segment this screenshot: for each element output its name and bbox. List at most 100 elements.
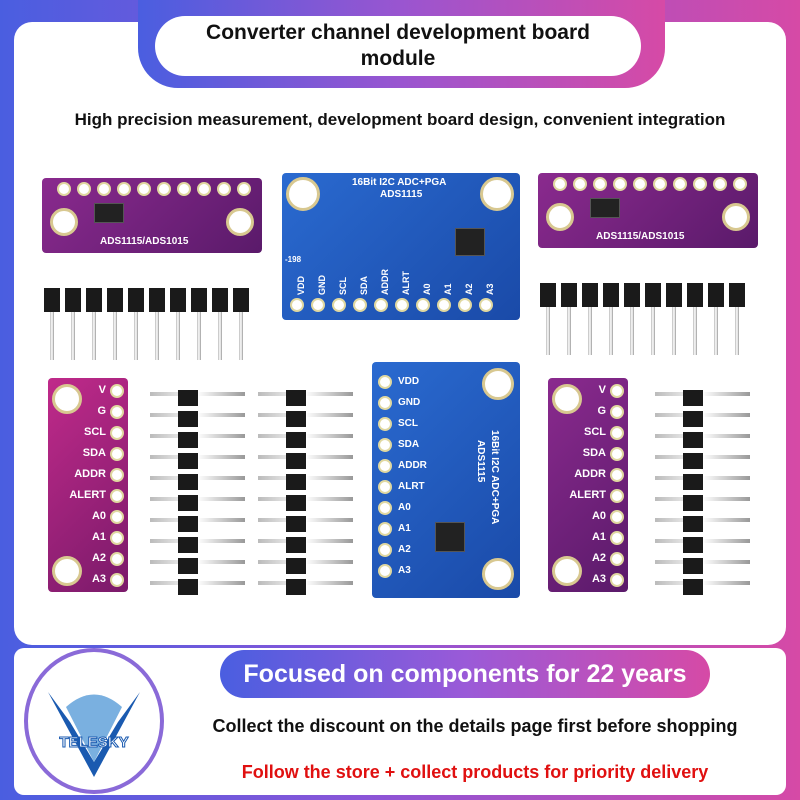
- pin-pad: [713, 177, 727, 191]
- pin-pad: [110, 573, 124, 587]
- mount-hole: [52, 384, 82, 414]
- header-block: [212, 288, 228, 312]
- pin-pad: [378, 522, 392, 536]
- pin-label: SDA: [82, 447, 106, 459]
- header-pin: [672, 285, 676, 355]
- pin-label: G: [97, 405, 106, 417]
- pin-pad: [374, 298, 388, 312]
- header-block: [178, 537, 198, 553]
- follow-text: Follow the store + collect products for …: [241, 762, 709, 782]
- board-chip-name: ADS1115: [475, 440, 486, 483]
- pin-pad: [610, 531, 624, 545]
- pin-pad: [437, 298, 451, 312]
- pin-pad: [610, 426, 624, 440]
- header-pin: [567, 285, 571, 355]
- logo-text: TELESKY: [59, 734, 128, 751]
- pin-pad: [610, 405, 624, 419]
- pin-label: ALERT: [569, 489, 606, 501]
- pin-label: V: [98, 384, 106, 396]
- header-pin: [71, 290, 75, 360]
- board-code: -198: [285, 255, 302, 264]
- mount-hole: [546, 203, 574, 231]
- header-block: [286, 537, 306, 553]
- pin-label: SCL: [584, 426, 606, 438]
- pin-pad: [610, 552, 624, 566]
- header-block: [683, 390, 703, 406]
- header-block: [683, 537, 703, 553]
- page-title: Converter channel development board modu…: [155, 16, 641, 76]
- pin-pad: [479, 298, 493, 312]
- pin-pad: [332, 298, 346, 312]
- header-pin: [651, 285, 655, 355]
- adc-chip: [435, 522, 465, 552]
- pin-pad: [633, 177, 647, 191]
- header-block: [65, 288, 81, 312]
- pin-pad: [378, 417, 392, 431]
- pin-pad: [458, 298, 472, 312]
- adc-chip: [94, 203, 124, 223]
- collect-text: Collect the discount on the details page…: [212, 716, 738, 736]
- header-block: [170, 288, 186, 312]
- header-block: [286, 432, 306, 448]
- pin-pad: [217, 182, 231, 196]
- pin-pad: [733, 177, 747, 191]
- header-block: [603, 283, 619, 307]
- header-block: [286, 453, 306, 469]
- pin-pad: [573, 177, 587, 191]
- header-block: [683, 558, 703, 574]
- header-block: [683, 411, 703, 427]
- pin-label: V: [598, 384, 606, 396]
- mount-hole: [552, 556, 582, 586]
- header-block: [683, 453, 703, 469]
- header-pin: [197, 290, 201, 360]
- header-block: [233, 288, 249, 312]
- pin-label: GND: [398, 397, 421, 408]
- focus-banner: Focused on components for 22 years: [220, 650, 710, 698]
- board-title: 16Bit I2C ADC+PGA: [352, 177, 447, 188]
- header-block: [178, 579, 198, 595]
- pin-pad: [610, 489, 624, 503]
- pin-pad: [57, 182, 71, 196]
- pin-label: VDD: [398, 376, 420, 387]
- pin-pad: [673, 177, 687, 191]
- pin-pad: [610, 468, 624, 482]
- pin-pad: [110, 405, 124, 419]
- header-pin: [693, 285, 697, 355]
- mount-hole: [480, 177, 514, 211]
- pin-label: A1: [398, 523, 411, 534]
- header-block: [178, 432, 198, 448]
- pin-label: A0: [398, 502, 411, 513]
- pin-pad: [197, 182, 211, 196]
- pin-pad: [416, 298, 430, 312]
- chip-label: ADS1115/ADS1015: [596, 231, 685, 242]
- mount-hole: [286, 177, 320, 211]
- header-pin: [714, 285, 718, 355]
- pin-pad: [290, 298, 304, 312]
- pin-pad: [311, 298, 325, 312]
- pin-pad: [110, 552, 124, 566]
- pin-label: A0: [591, 510, 606, 522]
- header-block: [128, 288, 144, 312]
- header-block: [286, 474, 306, 490]
- header-block: [44, 288, 60, 312]
- pin-label: A1: [443, 283, 453, 295]
- pin-label: VDD: [296, 275, 306, 295]
- pin-pad: [97, 182, 111, 196]
- header-block: [178, 411, 198, 427]
- header-block: [645, 283, 661, 307]
- header-block: [178, 453, 198, 469]
- pin-label: A1: [91, 531, 106, 543]
- pin-pad: [378, 396, 392, 410]
- header-pin: [735, 285, 739, 355]
- mount-hole: [722, 203, 750, 231]
- header-block: [540, 283, 556, 307]
- header-block: [687, 283, 703, 307]
- pin-pad: [610, 384, 624, 398]
- pin-pad: [110, 384, 124, 398]
- header-pin: [239, 290, 243, 360]
- pin-label: ADDR: [74, 468, 106, 480]
- pin-pad: [613, 177, 627, 191]
- pin-pad: [237, 182, 251, 196]
- pin-pad: [693, 177, 707, 191]
- pin-pad: [553, 177, 567, 191]
